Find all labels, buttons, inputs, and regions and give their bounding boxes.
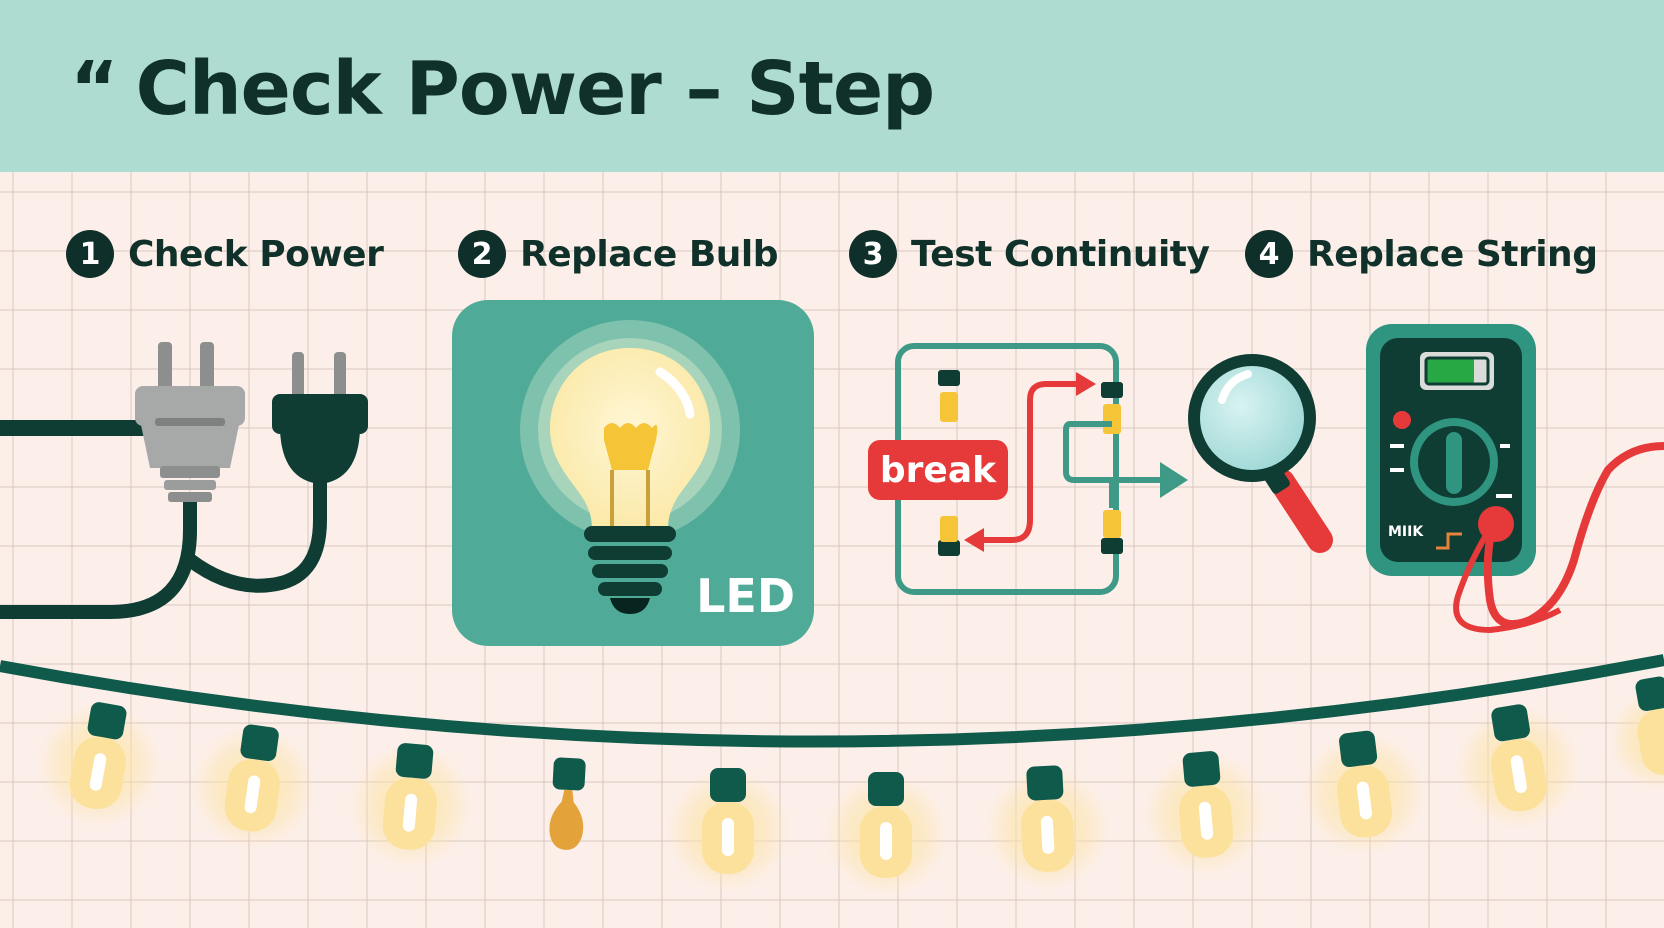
step-number-badge: 3 [849, 230, 897, 278]
header-banner: “Check Power – Step [0, 0, 1664, 172]
magnifier-icon [1188, 354, 1333, 553]
multimeter-label: MIIK [1388, 524, 1424, 540]
step-number-badge: 1 [66, 230, 114, 278]
step-check-power: 1 Check Power [66, 228, 384, 280]
string-lights-decoration [0, 654, 1664, 896]
step-replace-string: 4 Replace String [1245, 228, 1598, 280]
step-replace-bulb: 2 Replace Bulb [458, 228, 779, 280]
step-number-badge: 2 [458, 230, 506, 278]
step-test-continuity: 3 Test Continuity [849, 228, 1210, 280]
page-title: “Check Power – Step [70, 52, 935, 126]
led-label: LED [696, 569, 795, 623]
step-label: Check Power [128, 233, 384, 275]
step-label: Replace String [1307, 233, 1598, 275]
break-label: break [880, 450, 997, 491]
step-number-badge: 4 [1245, 230, 1293, 278]
led-bulb-panel: LED [452, 300, 814, 646]
continuity-circuit-diagram: break [868, 343, 1188, 595]
quote-mark: “ [70, 46, 119, 132]
multimeter-icon: MIIK [1366, 324, 1664, 634]
power-plugs-icon [0, 342, 368, 619]
page-title-text: Check Power – Step [135, 46, 935, 132]
step-label: Replace Bulb [520, 233, 779, 275]
step-label: Test Continuity [911, 233, 1210, 275]
